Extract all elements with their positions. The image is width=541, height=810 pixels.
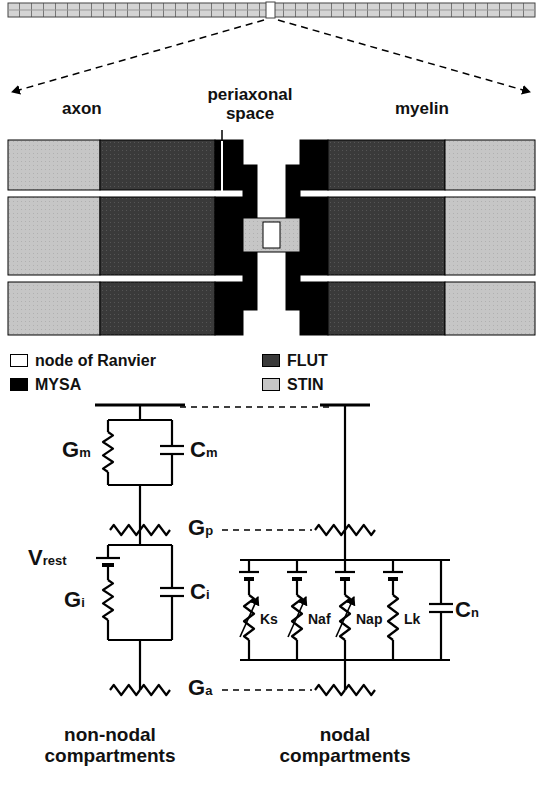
circuit-wire	[110, 525, 140, 535]
circuit-wire	[388, 595, 398, 640]
compartment-label: nodal compartments	[270, 725, 420, 767]
circuit-wire	[171, 545, 173, 588]
circuit-wire	[315, 685, 345, 695]
structure-label: axon	[62, 100, 102, 119]
circuit-wire	[139, 485, 141, 545]
circuit-label: Ga	[188, 676, 212, 700]
circuit-wire	[315, 525, 345, 535]
circuit-wire	[108, 419, 172, 421]
circuit-wire	[392, 579, 394, 595]
circuit-label: Gp	[188, 516, 213, 540]
circuit-wire	[180, 406, 330, 408]
circuit-label: Nap	[356, 612, 382, 627]
circuit-wire	[222, 689, 312, 691]
circuit-wire	[108, 544, 172, 546]
structure-label: myelin	[395, 100, 449, 119]
circuit-wire	[110, 685, 140, 695]
circuit-wire	[107, 420, 109, 432]
circuit-label: Ci	[190, 580, 210, 604]
legend-swatch	[262, 378, 280, 391]
circuit-wire	[287, 571, 307, 573]
circuit-wire	[96, 557, 120, 559]
circuit-wire	[429, 603, 453, 605]
circuit-wire	[140, 525, 170, 535]
circuit-wire	[288, 597, 306, 637]
circuit-label: Gm	[62, 438, 91, 462]
circuit-wire	[345, 685, 375, 695]
structure-label: periaxonal space	[195, 86, 305, 123]
circuit-wire	[440, 560, 442, 604]
circuit-wire	[171, 596, 173, 640]
circuit-wire	[344, 405, 346, 560]
circuit-label: Gi	[64, 588, 85, 612]
circuit-wire	[296, 560, 298, 572]
circuit-wire	[344, 640, 346, 660]
circuit-wire	[344, 579, 346, 595]
circuit-wire	[383, 571, 403, 573]
circuit-wire	[103, 580, 113, 620]
circuit-wire	[103, 432, 113, 472]
circuit-wire	[139, 640, 141, 690]
circuit-wire	[248, 579, 250, 595]
circuit-wire	[107, 545, 109, 558]
circuit-wire	[296, 579, 298, 595]
circuit-wire	[345, 525, 375, 535]
circuit-label: Cn	[455, 598, 479, 622]
circuit-wire	[392, 560, 394, 572]
circuit-wire	[440, 612, 442, 660]
circuit-wire	[248, 560, 250, 572]
compartment-label: non-nodal compartments	[35, 725, 185, 767]
circuit-label: Lk	[404, 612, 420, 627]
circuit-label: Naf	[308, 612, 331, 627]
circuit-wire	[160, 445, 184, 447]
circuit-wire	[139, 405, 141, 420]
legend-swatch	[262, 354, 280, 367]
legend-text: node of Ranvier	[35, 352, 156, 370]
circuit-label: Cm	[190, 438, 217, 462]
circuit-label: Vrest	[28, 546, 67, 570]
circuit-wire	[107, 472, 109, 485]
circuit-wire	[344, 660, 346, 690]
legend-text: FLUT	[287, 352, 328, 370]
circuit-wire	[336, 597, 354, 637]
circuit-label: Ks	[260, 612, 278, 627]
circuit-wire	[344, 560, 346, 572]
circuit-wire	[222, 529, 312, 531]
circuit-wire	[240, 597, 258, 637]
circuit-wire	[296, 640, 298, 660]
circuit-wire	[392, 640, 394, 660]
legend-text: MYSA	[35, 376, 81, 394]
circuit-wire	[107, 620, 109, 640]
circuit-wire	[140, 685, 170, 695]
circuit-wire	[171, 420, 173, 446]
legend-swatch	[10, 354, 28, 367]
legend-text: STIN	[287, 376, 323, 394]
circuit-wire	[107, 565, 109, 580]
legend-swatch	[10, 378, 28, 391]
circuit-wire	[171, 454, 173, 485]
circuit-wire	[239, 571, 259, 573]
circuit-wire	[335, 571, 355, 573]
circuit-wire	[248, 640, 250, 660]
circuit-wire	[160, 587, 184, 589]
